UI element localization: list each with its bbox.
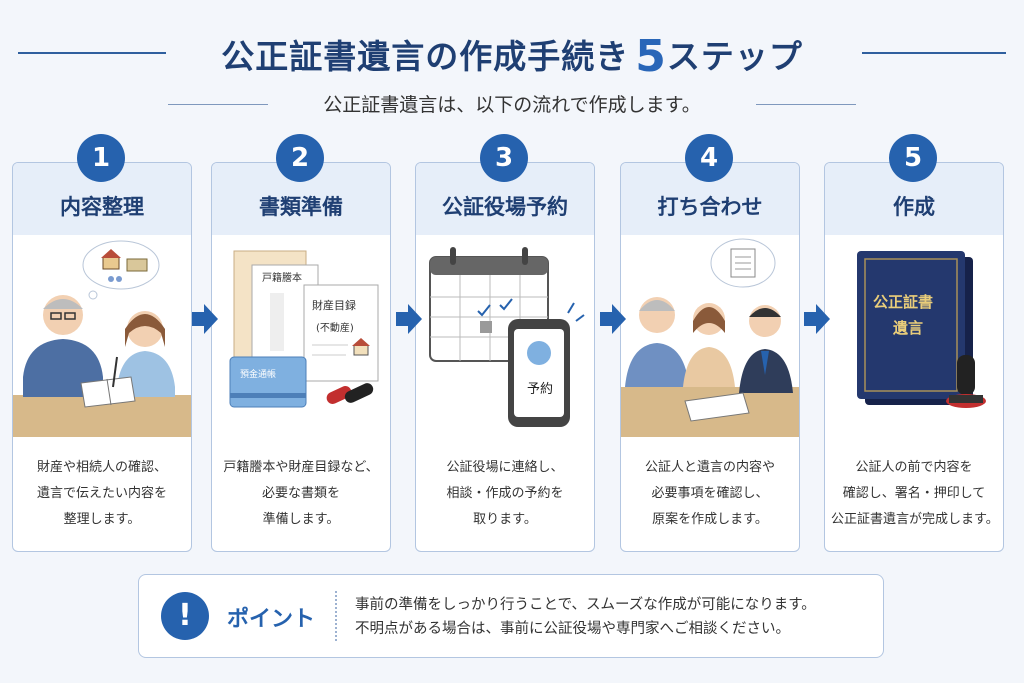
desc-line: 財産や相続人の確認、 [36,460,167,475]
title-rule-left [18,52,166,54]
point-line: 不明点がある場合は、事前に公証役場や専門家へご相談ください。 [355,621,790,637]
step-card-body: 書類準備 戸籍謄本 財産目録 (不動産) 預金通帳 戸籍謄本や財産目録など、 必… [211,162,391,552]
step-description: 公証人と遺言の内容や 必要事項を確認し、 原案を作成します。 [627,455,793,533]
book-title-line1: 公正証書 [873,293,933,311]
desc-line: 公証人と遺言の内容や [644,460,775,475]
step-number-badge: 4 [685,134,733,182]
step-number-badge: 2 [276,134,324,182]
arrow-right-icon [192,304,218,334]
step-title: 作成 [893,195,935,219]
step-card-1: 1 内容整理 財産や相続人の確認、 遺言で伝えたい内容を [12,134,192,552]
desc-line: 遺言で伝えたい内容を [36,486,167,501]
desc-line: 相談・作成の予約を [446,486,564,501]
step-title: 公証役場予約 [442,195,568,219]
asset-list-label: 財産目録 [312,298,356,312]
step-number-badge: 3 [480,134,528,182]
desc-line: 整理します。 [63,512,141,527]
step-title: 打ち合わせ [657,195,763,219]
subtitle-row: 公正証書遺言は、以下の流れで作成します。 [0,90,1024,120]
real-estate-label: (不動産) [316,321,354,334]
step-card-5: 5 作成 公正証書 遺言 公証人の前で内容を 確認し、署名・押印して 公正証書遺… [824,134,1004,552]
point-text: 事前の準備をしっかり行うことで、スムーズな作成が可能になります。 不明点がある場… [355,593,816,641]
book-title-line2: 遺言 [892,319,923,337]
point-line: 事前の準備をしっかり行うことで、スムーズな作成が可能になります。 [355,597,816,613]
step-description: 公証人の前で内容を 確認し、署名・押印して 公正証書遺言が完成します。 [831,455,999,533]
desc-line: 準備します。 [262,512,340,527]
desc-line: 確認し、署名・押印して [842,486,986,501]
desc-line: 取ります。 [473,512,537,527]
desc-line: 戸籍謄本や財産目録など、 [223,460,379,475]
family-register-label: 戸籍謄本 [262,271,302,284]
desc-line: 公正証書遺言が完成します。 [831,512,999,527]
step-description: 戸籍謄本や財産目録など、 必要な書類を 準備します。 [218,455,384,533]
step-card-3: 3 公証役場予約 予約 公証役場に連絡し、 相談・作成の予 [415,134,595,552]
step-title: 書類準備 [259,195,343,219]
subtitle-rule-left [168,104,268,105]
reservation-label: 予約 [527,382,553,397]
title-text: 公正証書遺言の作成手続き [221,37,630,76]
step-number-badge: 5 [889,134,937,182]
step-card-4: 4 打ち合わせ 公証人と遺言の内容や 必要事項を確認し、 原案を作成しま [620,134,800,552]
step-description: 公証役場に連絡し、 相談・作成の予約を 取ります。 [422,455,588,533]
desc-line: 公証役場に連絡し、 [446,460,564,475]
bankbook-label: 預金通帳 [240,368,276,380]
consultation-couple-illustration [13,240,191,437]
step-number-badge: 1 [77,134,125,182]
desc-line: 必要事項を確認し、 [651,486,769,501]
desc-line: 原案を作成します。 [652,512,768,527]
step-card-body: 内容整理 財産や相続人の確認、 遺言で伝えたい内容を 整理します。 [12,162,192,552]
point-box: ! ポイント 事前の準備をしっかり行うことで、スムーズな作成が可能になります。 … [138,574,884,658]
point-label: ポイント [227,607,316,632]
desc-line: 必要な書類を [261,486,340,501]
subtitle-rule-right [756,104,856,105]
meeting-illustration [621,238,799,437]
subtitle: 公正証書遺言は、以下の流れで作成します。 [323,94,701,116]
step-card-body: 作成 公正証書 遺言 公証人の前で内容を 確認し、署名・押印して 公正証書遺言が… [824,162,1004,552]
notarial-deed-book-illustration: 公正証書 遺言 [857,251,986,408]
documents-illustration: 戸籍謄本 財産目録 (不動産) 預金通帳 [229,250,379,408]
title-suffix: ステップ [666,37,803,76]
desc-line: 公証人の前で内容を [855,460,973,475]
title-rule-right [862,52,1006,54]
step-card-body: 公証役場予約 予約 公証役場に連絡し、 相談・作成の予約を 取ります。 [415,162,595,552]
calendar-phone-illustration: 予約 [429,247,585,427]
step-title: 内容整理 [60,195,144,219]
exclamation-icon: ! [161,592,209,640]
step-description: 財産や相続人の確認、 遺言で伝えたい内容を 整理します。 [19,455,185,533]
step-card-2: 2 書類準備 戸籍謄本 財産目録 (不動産) 預金通帳 戸籍謄本や財産目録など、… [211,134,391,552]
step-card-body: 打ち合わせ 公証人と遺言の内容や 必要事項を確認し、 原案を作成します。 [620,162,800,552]
arrow-right-icon [600,304,626,334]
title-number: 5 [635,31,667,82]
arrow-right-icon [396,304,422,334]
point-divider [335,591,337,641]
arrow-right-icon [804,304,830,334]
